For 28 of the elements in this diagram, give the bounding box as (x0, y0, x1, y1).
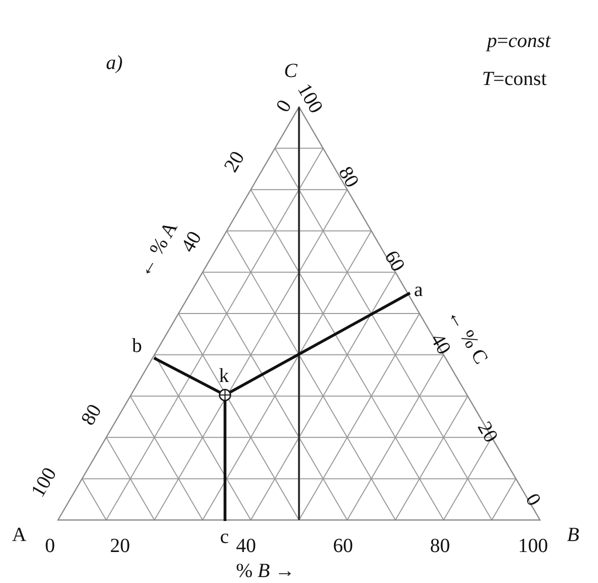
vertex-label: B (567, 524, 580, 546)
tick-label: 40 (236, 535, 256, 557)
phase-boundary-line (224, 401, 226, 521)
vertex-label: A (12, 524, 26, 546)
tick-label: 20 (110, 535, 130, 557)
vertex-label: C (284, 60, 298, 82)
tick-label: 80 (430, 535, 450, 557)
point-label: c (217, 521, 234, 548)
phase-boundary-line (230, 292, 411, 394)
tick-label: 100 (27, 464, 62, 501)
condition-label: p=const (487, 30, 550, 52)
tick-label: 100 (518, 535, 548, 557)
tick-label: 20 (220, 148, 250, 176)
tick-label: 60 (380, 247, 409, 276)
tick-label: 80 (334, 163, 363, 192)
tick-label: 0 (45, 535, 55, 557)
panel-letter: a) (106, 52, 123, 74)
phase-boundary-line (153, 356, 220, 394)
point-label: a (408, 278, 430, 302)
tick-label: 80 (77, 400, 106, 429)
point-label: b (130, 336, 155, 360)
condition-label: T=const (482, 68, 547, 90)
tick-label: 40 (426, 330, 455, 358)
tick-label: 0 (520, 490, 545, 510)
eutectic-point: k (216, 366, 234, 401)
tick-label: 60 (333, 535, 353, 557)
tick-label: 20 (472, 418, 502, 446)
axis-title: % B → (236, 560, 295, 582)
